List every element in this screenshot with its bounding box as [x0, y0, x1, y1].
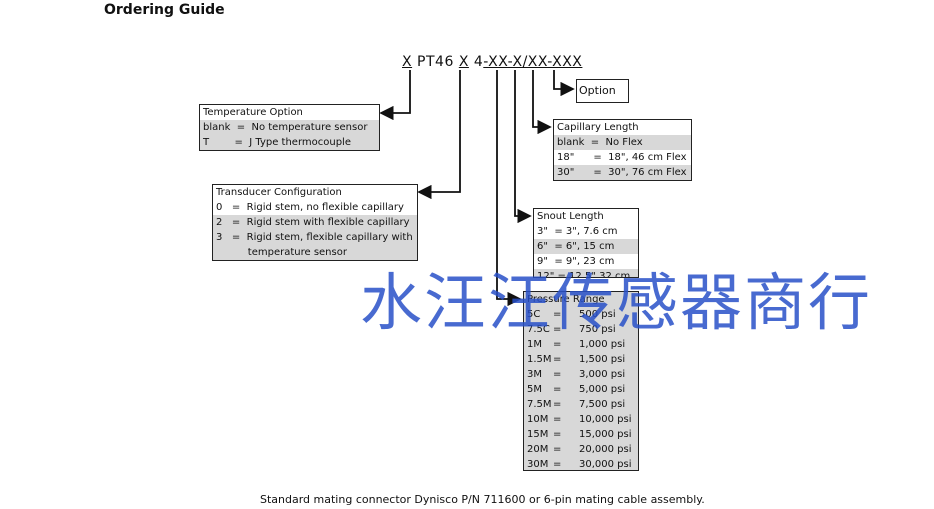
transducer-configuration-box: Transducer Configuration 0 = Rigid stem,… — [212, 184, 418, 261]
model-code-part-3: X — [458, 54, 469, 70]
pressure-range-value: 10,000 psi — [579, 414, 632, 425]
pressure-range-row: 7.5C= 750 psi — [524, 322, 638, 337]
capillary-length-box: Capillary Length blank = No Flex 18" = 1… — [553, 119, 692, 181]
pressure-range-code: 15M — [527, 429, 549, 440]
pressure-range-eq: = — [553, 354, 562, 365]
snout-length-row: 12" = 12.5" 32 cm — [534, 269, 638, 277]
pressure-range-row: 1M = 1,000 psi — [524, 337, 638, 352]
snout-length-row: 6" = 6", 15 cm — [534, 239, 638, 254]
transducer-configuration-row: 2 = Rigid stem with flexible capillary — [213, 215, 417, 230]
pressure-range-eq: = — [553, 429, 562, 440]
pressure-range-row: 5C = 500 psi — [524, 307, 638, 322]
temperature-option-row: blank = No temperature sensor — [200, 120, 379, 135]
pressure-range-eq: = — [553, 384, 562, 395]
snout-length-row: 3" = 3", 7.6 cm — [537, 226, 618, 237]
pressure-range-value: 1,000 psi — [579, 339, 626, 350]
capillary-length-row: 30" = 30", 76 cm Flex — [554, 165, 691, 180]
transducer-configuration-row: temperature sensor — [213, 245, 417, 260]
pressure-range-row: 30M = 30,000 psi — [524, 457, 638, 472]
option-box: Option — [576, 79, 629, 103]
pressure-range-value: 1,500 psi — [579, 354, 626, 365]
pressure-range-eq: = — [553, 414, 562, 425]
pressure-range-row: 1.5M= 1,500 psi — [524, 352, 638, 367]
pressure-range-code: 3M — [527, 369, 542, 380]
pressure-range-header: Pressure Range — [524, 292, 638, 307]
line-option — [553, 70, 575, 97]
pressure-range-code: 1.5M — [527, 354, 552, 365]
pressure-range-row: 5M = 5,000 psi — [524, 382, 638, 397]
snout-length-box: Snout Length 3" = 3", 7.6 cm 6" = 6", 15… — [533, 208, 639, 278]
pressure-range-row: 10M = 10,000 psi — [524, 412, 638, 427]
pressure-range-eq: = — [553, 369, 562, 380]
pressure-range-code: 1M — [527, 339, 542, 350]
line-temperature — [379, 70, 411, 121]
pressure-range-value: 750 psi — [579, 324, 616, 335]
model-code-part-2: PT46 — [417, 54, 454, 70]
transducer-configuration-header: Transducer Configuration — [213, 185, 417, 200]
pressure-range-eq: = — [553, 399, 562, 410]
line-transducer — [417, 70, 461, 200]
pressure-range-eq: = — [553, 444, 562, 455]
pressure-range-row: 20M = 20,000 psi — [524, 442, 638, 457]
capillary-length-row: 18" = 18", 46 cm Flex — [557, 152, 687, 163]
pressure-range-value: 30,000 psi — [579, 459, 632, 470]
capillary-length-header: Capillary Length — [554, 120, 691, 135]
pressure-range-code: 7.5C — [527, 324, 550, 335]
pressure-range-code: 5M — [527, 384, 542, 395]
line-capillary — [532, 70, 552, 135]
pressure-range-row: 15M = 15,000 psi — [524, 427, 638, 442]
pressure-range-code: 20M — [527, 444, 549, 455]
model-code-part-1: X — [402, 54, 413, 70]
option-label: Option — [579, 84, 616, 97]
pressure-range-value: 5,000 psi — [579, 384, 626, 395]
temperature-option-header: Temperature Option — [200, 105, 379, 120]
pressure-range-value: 3,000 psi — [579, 369, 626, 380]
snout-length-header: Snout Length — [534, 209, 638, 224]
model-code-part-5: -XX-X/XX-XXX — [483, 54, 583, 70]
pressure-range-value: 15,000 psi — [579, 429, 632, 440]
pressure-range-value: 500 psi — [579, 309, 616, 320]
pressure-range-eq: = — [553, 459, 562, 470]
model-code: X PT46 X 4-XX-X/XX-XXX — [402, 54, 582, 70]
pressure-range-eq: = — [553, 324, 562, 335]
footer-note: Standard mating connector Dynisco P/N 71… — [260, 493, 705, 506]
pressure-range-row: 7.5M= 7,500 psi — [524, 397, 638, 412]
pressure-range-code: 30M — [527, 459, 549, 470]
pressure-range-eq: = — [553, 339, 562, 350]
pressure-range-value: 20,000 psi — [579, 444, 632, 455]
temperature-option-box: Temperature Option blank = No temperatur… — [199, 104, 380, 151]
pressure-range-value: 7,500 psi — [579, 399, 626, 410]
pressure-range-row: 3M = 3,000 psi — [524, 367, 638, 382]
pressure-range-code: 10M — [527, 414, 549, 425]
snout-length-row: 9" = 9", 23 cm — [537, 256, 615, 267]
pressure-range-code: 7.5M — [527, 399, 552, 410]
model-code-part-4: 4 — [473, 54, 484, 70]
pressure-range-code: 5C — [527, 309, 541, 320]
temperature-option-row: T = J Type thermocouple — [200, 135, 379, 150]
transducer-configuration-row: 3 = Rigid stem, flexible capillary with — [213, 230, 417, 245]
pressure-range-eq: = — [553, 309, 562, 320]
page-title: Ordering Guide — [104, 2, 225, 18]
capillary-length-row: blank = No Flex — [554, 135, 691, 150]
line-pressure — [496, 70, 522, 307]
line-snout — [514, 70, 532, 224]
transducer-configuration-row: 0 = Rigid stem, no flexible capillary — [216, 202, 404, 213]
